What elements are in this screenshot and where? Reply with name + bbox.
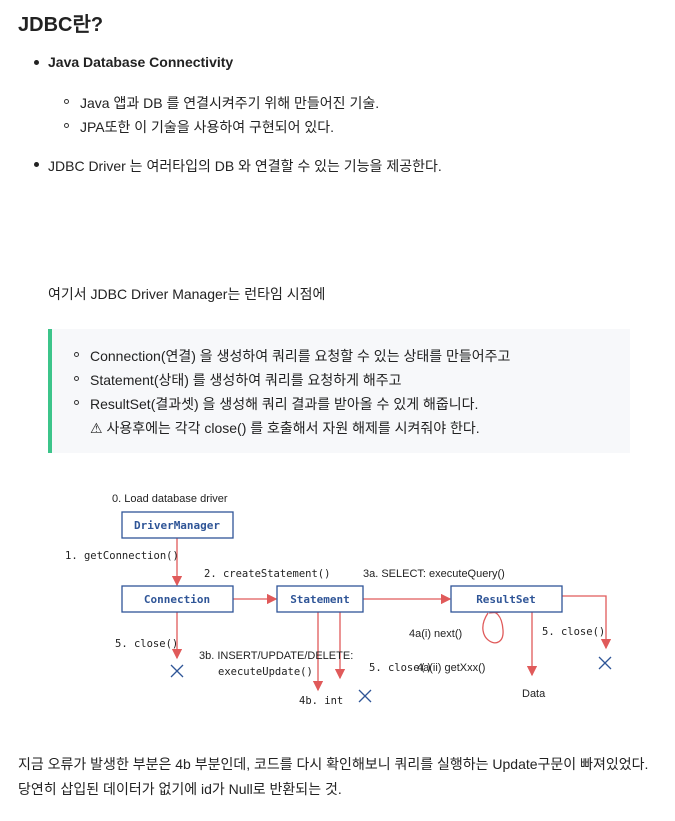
- step2-label: 2. createStatement(): [204, 568, 330, 580]
- sub-bullet: [74, 352, 79, 357]
- sub-bullet: [74, 400, 79, 405]
- bullet-dot: [34, 162, 39, 167]
- close-statement-label: 5. close(): [369, 662, 432, 674]
- resultset-label: ResultSet: [476, 593, 536, 606]
- step1-label: 1. getConnection(): [65, 550, 179, 562]
- bullet-jdbc-definition: Java Database Connectivity: [48, 54, 234, 70]
- step0-label: 0. Load database driver: [112, 493, 228, 505]
- next-label: 4a(i) next(): [409, 628, 462, 640]
- data-label: Data: [522, 688, 546, 700]
- sub-bullet: [74, 376, 79, 381]
- sub-bullet: [64, 123, 69, 128]
- quote-item: Connection(연결) 을 생성하여 쿼리를 요청할 수 있는 상태를 만…: [90, 348, 511, 364]
- footer-line: 당연히 삽입된 데이터가 없기에 id가 Null로 반환되는 것.: [18, 781, 342, 797]
- sub-bullet-text: JPA또한 이 기술을 사용하여 구현되어 있다.: [80, 119, 335, 135]
- close-connection-label: 5. close(): [115, 638, 178, 650]
- driver-manager-box: [121, 511, 234, 539]
- step4b-label: 4b. int: [299, 695, 343, 707]
- footer-line: 지금 오류가 발생한 부분은 4b 부분인데, 코드를 다시 확인해보니 쿼리를…: [18, 756, 649, 772]
- statement-box: [276, 585, 364, 613]
- statement-label: Statement: [290, 593, 350, 606]
- quote-item: ResultSet(결과셋) 을 생성해 쿼리 결과를 받아올 수 있게 해줍니…: [90, 396, 479, 412]
- step3b-label: 3b. INSERT/UPDATE/DELETE:: [199, 650, 353, 662]
- terminate-x-icons: [170, 656, 612, 703]
- bullet-dot: [34, 60, 39, 65]
- sub-bullet: [64, 99, 69, 104]
- bullet-jdbc-driver: JDBC Driver 는 여러타입의 DB 와 연결할 수 있는 기능을 제공…: [48, 158, 442, 174]
- connection-label: Connection: [144, 593, 210, 606]
- sub-bullet-text: Java 앱과 DB 를 연결시켜주기 위해 만들어진 기술.: [80, 95, 380, 111]
- driver-manager-label: DriverManager: [134, 519, 220, 532]
- connection-box: [121, 585, 234, 613]
- arrows: [171, 538, 612, 692]
- execute-update-label: executeUpdate(): [218, 666, 313, 678]
- resultset-box: [450, 585, 563, 613]
- blockquote: [48, 329, 630, 453]
- quote-warning: ⚠ 사용후에는 각각 close() 를 호출해서 자원 해제를 시켜줘야 한다…: [90, 420, 480, 436]
- jdbc-flow-diagram: 0. Load database driver DriverManager 1.…: [65, 493, 612, 707]
- close-resultset-label: 5. close(): [542, 626, 605, 638]
- quote-item: Statement(상태) 를 생성하여 쿼리를 요청하게 해주고: [90, 372, 402, 388]
- page-title: JDBC란?: [18, 14, 104, 36]
- intro-text: 여기서 JDBC Driver Manager는 런타임 시점에: [48, 286, 326, 302]
- step3a-label: 3a. SELECT: executeQuery(): [363, 568, 505, 580]
- getxxx-label: 4a(ii) getXxx(): [417, 662, 485, 674]
